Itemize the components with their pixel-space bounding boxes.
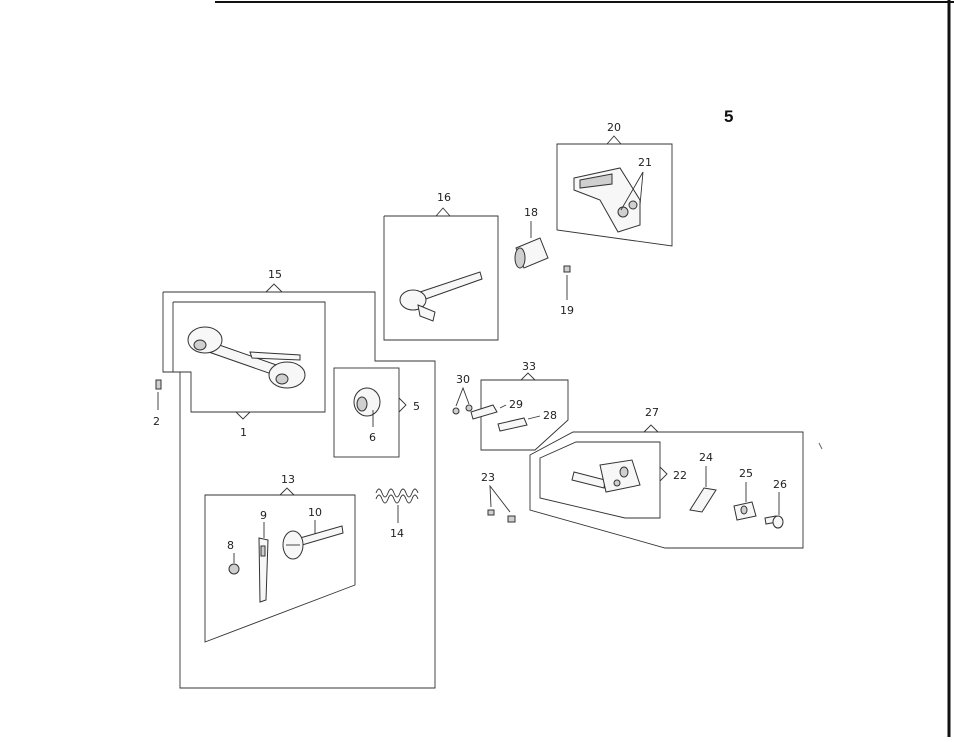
part-30-screws bbox=[453, 388, 472, 414]
part-14-spring bbox=[376, 489, 418, 523]
part-20-bracket-block bbox=[574, 168, 640, 232]
label-1: 1 bbox=[240, 426, 247, 439]
label-20: 20 bbox=[607, 121, 621, 134]
label-28: 28 bbox=[543, 409, 557, 422]
label-27: 27 bbox=[645, 406, 659, 419]
label-23: 23 bbox=[481, 471, 495, 484]
group-1-bracket bbox=[236, 412, 250, 419]
label-2: 2 bbox=[153, 415, 160, 428]
group-33-bracket bbox=[521, 373, 535, 380]
group-15-bracket bbox=[266, 284, 282, 292]
part-8-screw bbox=[229, 553, 239, 574]
part-10-shaft-pin bbox=[283, 520, 343, 559]
page-number: 5 bbox=[724, 107, 733, 126]
label-21: 21 bbox=[638, 156, 652, 169]
label-30: 30 bbox=[456, 373, 470, 386]
label-15: 15 bbox=[268, 268, 282, 281]
part-9-plate bbox=[259, 522, 268, 602]
part-16-shaft bbox=[400, 272, 482, 321]
part-1-lever-shaft bbox=[188, 327, 305, 388]
label-33: 33 bbox=[522, 360, 536, 373]
label-8: 8 bbox=[227, 539, 234, 552]
label-29: 29 bbox=[509, 398, 523, 411]
group-13-bracket bbox=[280, 488, 294, 495]
label-24: 24 bbox=[699, 451, 713, 464]
part-24-plate bbox=[690, 466, 716, 512]
label-18: 18 bbox=[524, 206, 538, 219]
part-6-collar bbox=[354, 388, 380, 427]
part-19-screw bbox=[564, 266, 570, 300]
label-5: 5 bbox=[413, 400, 420, 413]
label-9: 9 bbox=[260, 509, 267, 522]
label-13: 13 bbox=[281, 473, 295, 486]
group-27-frame bbox=[530, 432, 803, 548]
group-6-bracket bbox=[399, 398, 406, 412]
label-26: 26 bbox=[773, 478, 787, 491]
part-28-lever-plate bbox=[498, 416, 540, 431]
part-23-screws bbox=[488, 486, 515, 522]
part-18-sleeve bbox=[515, 221, 548, 268]
part-25-block bbox=[734, 482, 756, 520]
label-10: 10 bbox=[308, 506, 322, 519]
group-27-bracket bbox=[644, 425, 658, 432]
part-22-arm bbox=[572, 460, 640, 492]
group-20-bracket bbox=[607, 136, 621, 144]
label-16: 16 bbox=[437, 191, 451, 204]
scan-mark bbox=[819, 443, 822, 449]
part-26-screw bbox=[765, 492, 783, 528]
part-2-set-screw bbox=[156, 380, 161, 410]
label-14: 14 bbox=[390, 527, 404, 540]
label-22: 22 bbox=[673, 469, 687, 482]
label-25: 25 bbox=[739, 467, 753, 480]
label-19: 19 bbox=[560, 304, 574, 317]
part-29-lever-plate bbox=[471, 405, 506, 419]
label-6: 6 bbox=[369, 431, 376, 444]
group-13-frame bbox=[205, 495, 355, 642]
group-22-bracket bbox=[660, 467, 667, 481]
group-16-bracket bbox=[436, 208, 450, 216]
